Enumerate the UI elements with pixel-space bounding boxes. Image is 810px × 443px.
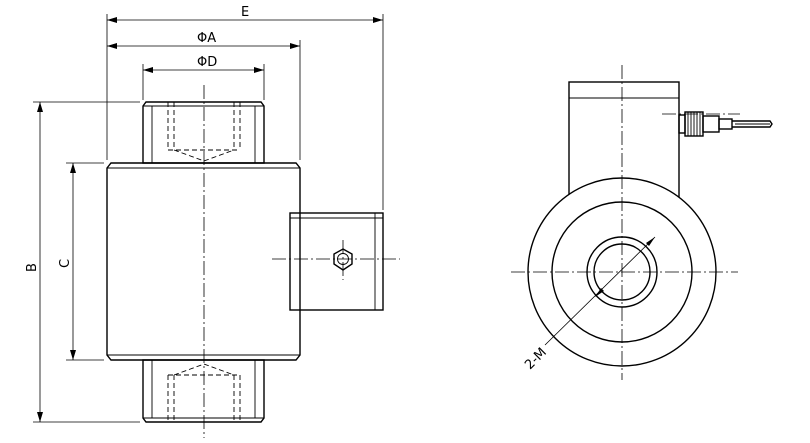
dimension-C: C [58,163,76,360]
front-view: E ΦA ΦD B C [25,5,400,438]
top-stud [142,101,265,164]
dimension-phiA: ΦA [107,31,300,49]
dimension-phiA-label: ΦA [197,31,216,46]
bottom-stud [142,359,265,423]
dimension-E: E [107,5,383,23]
dimension-2M-label: 2-M [522,345,550,373]
dimension-B-label: B [25,263,40,272]
dimension-phiD: ΦD [143,55,264,73]
cable-gland [678,111,773,137]
side-view: 2-M [511,65,773,380]
dimension-phiD-label: ΦD [197,55,217,70]
main-body [106,162,301,361]
dimension-C-label: C [58,259,73,268]
dimension-E-label: E [241,5,249,20]
connector-box [289,212,384,311]
dimension-B: B [25,102,43,422]
